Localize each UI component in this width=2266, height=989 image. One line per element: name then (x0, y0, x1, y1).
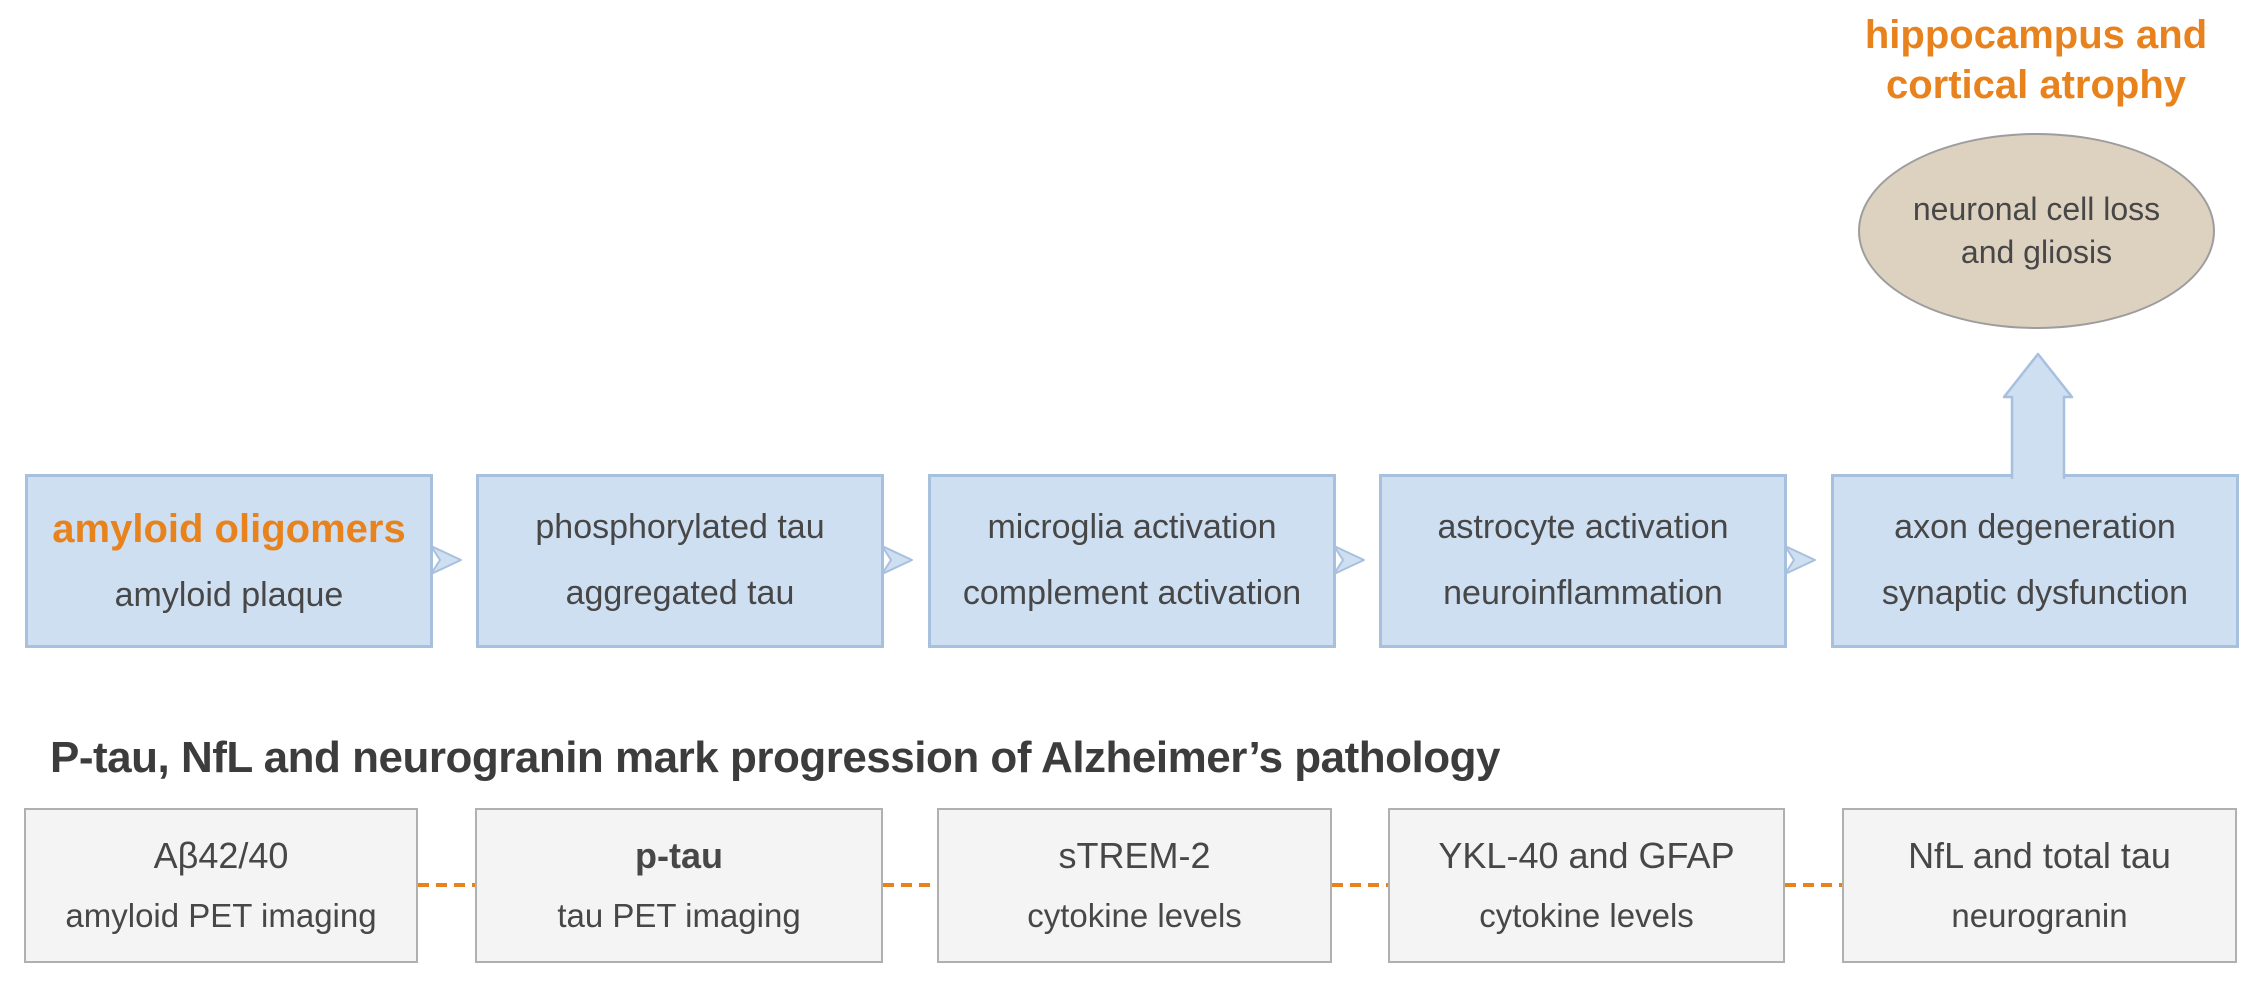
pathway-box-line1: astrocyte activation (1437, 508, 1729, 547)
biomarker-title: p-tau (635, 835, 723, 877)
dashed-connector (883, 883, 937, 887)
dashed-connector (418, 883, 475, 887)
dashed-connector (1785, 883, 1842, 887)
pathway-box-line1: axon degeneration (1894, 508, 2176, 547)
biomarker-title: Aβ42/40 (153, 835, 289, 877)
biomarker-box-strem2: sTREM-2 cytokine levels (937, 808, 1332, 963)
right-chevron-icon (881, 545, 913, 575)
pathway-box-line2: amyloid plaque (114, 576, 344, 615)
biomarker-box-ptau: p-tau tau PET imaging (475, 808, 883, 963)
outcome-ellipse: neuronal cell loss and gliosis (1858, 133, 2215, 329)
pathway-box-line2: complement activation (962, 574, 1302, 613)
pathway-box-line2: neuroinflammation (1443, 574, 1723, 613)
biomarker-subtitle: neurogranin (1951, 897, 2128, 935)
biomarker-subtitle: amyloid PET imaging (65, 897, 377, 935)
pathway-box-line2: aggregated tau (565, 574, 795, 613)
pathway-box-astrocyte: astrocyte activation neuroinflammation (1379, 474, 1816, 648)
pathway-box-axon: axon degeneration synaptic dysfunction (1831, 474, 2239, 648)
biomarker-box-abeta: Aβ42/40 amyloid PET imaging (24, 808, 418, 963)
pathway-box-line1: amyloid oligomers (52, 507, 406, 552)
biomarker-subtitle: cytokine levels (1027, 897, 1242, 935)
pathway-box-line2: synaptic dysfunction (1881, 574, 2189, 613)
biomarker-title: sTREM-2 (1058, 835, 1211, 877)
biomarker-box-ykl40: YKL-40 and GFAP cytokine levels (1388, 808, 1785, 963)
dashed-connector (1332, 883, 1388, 887)
pathway-box-microglia: microglia activation complement activati… (928, 474, 1365, 648)
pathway-box-line1: phosphorylated tau (535, 508, 825, 547)
outcome-label: hippocampus and cortical atrophy (1864, 13, 2208, 107)
biomarker-box-nfl: NfL and total tau neurogranin (1842, 808, 2237, 963)
outcome-ellipse-label: neuronal cell loss and gliosis (1912, 190, 2161, 270)
biomarker-subtitle: tau PET imaging (557, 897, 801, 935)
pathway-box-tau: phosphorylated tau aggregated tau (476, 474, 913, 648)
up-arrow (2002, 352, 2074, 479)
biomarker-subtitle: cytokine levels (1479, 897, 1694, 935)
pathway-box-line1: microglia activation (987, 508, 1277, 547)
biomarker-title: YKL-40 and GFAP (1438, 835, 1735, 877)
biomarker-title: NfL and total tau (1908, 835, 2171, 877)
right-chevron-icon (1333, 545, 1365, 575)
section-heading: P-tau, NfL and neurogranin mark progress… (50, 733, 1500, 782)
pathway-box-amyloid: amyloid oligomers amyloid plaque (25, 474, 462, 648)
right-chevron-icon (430, 545, 462, 575)
right-chevron-icon (1784, 545, 1816, 575)
